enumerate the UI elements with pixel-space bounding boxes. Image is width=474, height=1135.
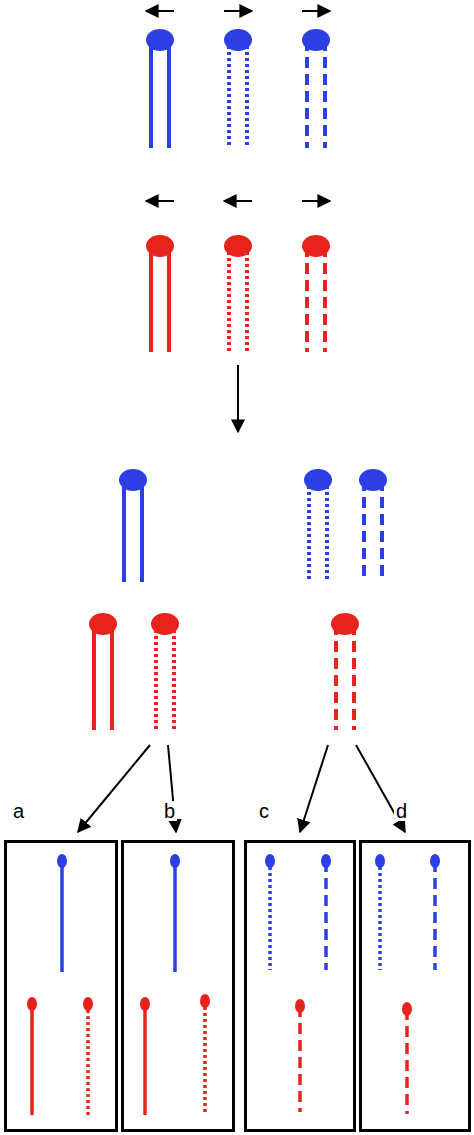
chromatid: [430, 854, 440, 970]
chromosome: [89, 613, 117, 730]
chromosome: [302, 235, 330, 352]
arrow: [300, 745, 328, 832]
chromatid: [83, 997, 93, 1115]
chromosome: [224, 29, 252, 148]
chromosome: [146, 29, 174, 148]
chromosome: [359, 469, 387, 582]
chromatid: [321, 854, 331, 970]
panel-letter: b: [162, 801, 177, 821]
chromosome: [302, 29, 330, 148]
chromatid: [375, 854, 385, 970]
chromosome: [224, 235, 252, 352]
panel-letter: a: [11, 801, 26, 821]
chromosome: [304, 469, 332, 582]
arrow: [302, 10, 330, 12]
arrow: [302, 200, 330, 202]
chromosome: [331, 613, 359, 730]
panel-box: c: [244, 840, 356, 1132]
chromatid: [402, 1002, 412, 1114]
arrow: [78, 745, 150, 832]
chromatid: [295, 999, 305, 1112]
arrow: [237, 365, 239, 432]
chromatid: [200, 994, 210, 1112]
chromosome: [119, 469, 147, 582]
chromatid: [57, 854, 67, 972]
chromatid: [265, 854, 275, 970]
arrow: [224, 10, 252, 12]
panel-box: b: [121, 840, 235, 1132]
chromatid: [27, 997, 37, 1115]
chromatid: [140, 997, 150, 1115]
arrow: [146, 200, 174, 202]
panel-letter: c: [257, 801, 271, 821]
panel-box: a: [4, 840, 118, 1132]
panel-box: d: [359, 840, 471, 1132]
arrow: [224, 200, 252, 202]
chromosome: [146, 235, 174, 352]
chromosome: [151, 613, 179, 730]
chromatid: [170, 854, 180, 972]
arrow: [146, 10, 174, 12]
panel-letter: d: [394, 801, 409, 821]
